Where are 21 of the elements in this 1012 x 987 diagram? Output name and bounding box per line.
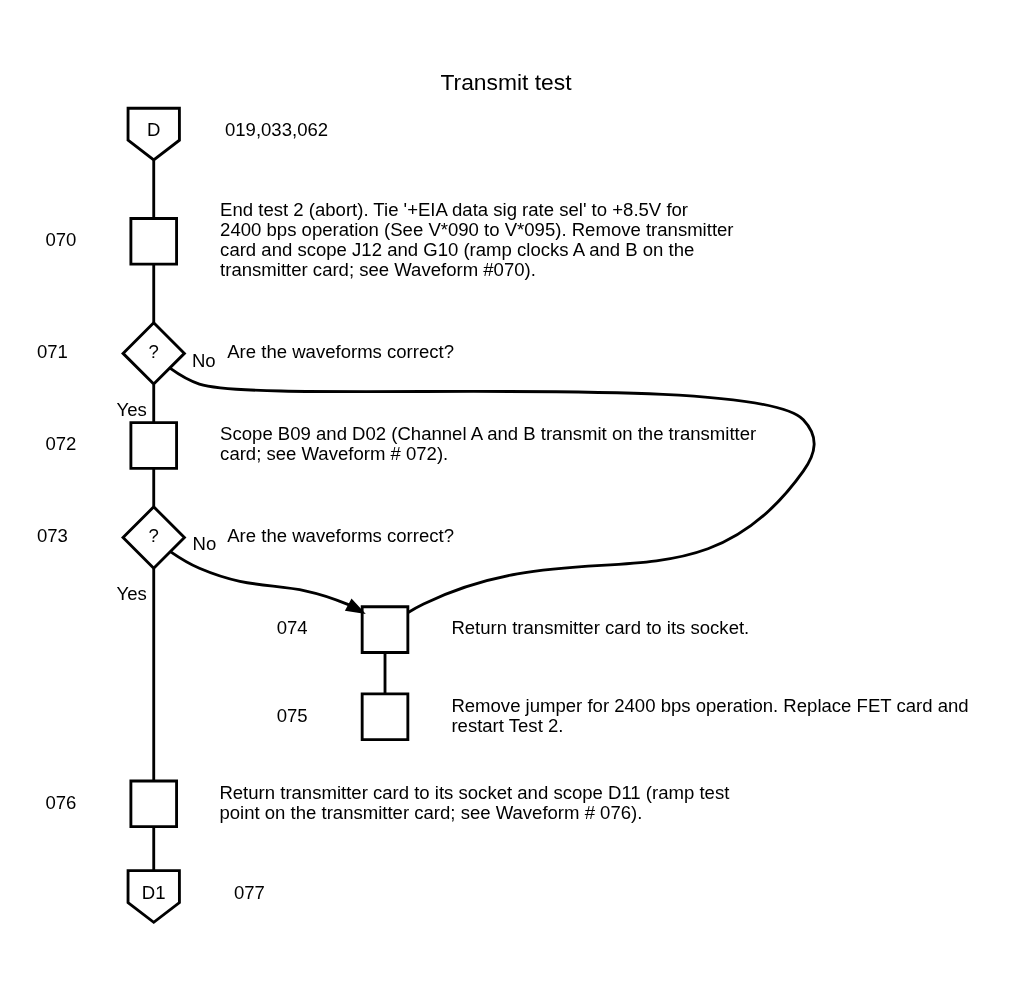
edge-label: No bbox=[192, 532, 217, 554]
edge-label: Yes bbox=[116, 398, 147, 420]
node-label: 076 bbox=[45, 791, 77, 813]
node-label: End test 2 (abort). Tie '+EIA data sig rate sel' to +8.5V for 2400 bps operation (See V*090 to V*095). Remove transmitter card and scope J12 and G10 (ramp clocks A and B on the transmitter card; see Waveform #070). bbox=[220, 198, 734, 280]
edge-label: No bbox=[191, 349, 216, 371]
node-label: 075 bbox=[276, 704, 308, 726]
node-label: 019,033,062 bbox=[224, 118, 329, 140]
node-label: 077 bbox=[233, 881, 265, 903]
node-label: Remove jumper for 2400 bps operation. Replace FET card and restart Test 2. bbox=[451, 694, 969, 736]
node-label: 072 bbox=[45, 432, 77, 454]
node-label: Return transmitter card to its socket. bbox=[451, 616, 750, 638]
node-label: 074 bbox=[276, 616, 308, 638]
node-label: 070 bbox=[45, 228, 77, 250]
edge-label: Yes bbox=[116, 582, 147, 604]
node-label: Are the waveforms correct? bbox=[227, 524, 455, 546]
diagram-title: Transmit test bbox=[440, 68, 572, 95]
node-label: Are the waveforms correct? bbox=[227, 340, 455, 362]
node-label: Scope B09 and D02 (Channel A and B transmit on the transmitter card; see Waveform # 072). bbox=[220, 422, 757, 464]
node-label: 073 bbox=[36, 524, 68, 546]
node-label: 071 bbox=[36, 340, 68, 362]
node-label: Return transmitter card to its socket and scope D11 (ramp test point on the transmitter card; see Waveform # 076). bbox=[219, 781, 730, 823]
